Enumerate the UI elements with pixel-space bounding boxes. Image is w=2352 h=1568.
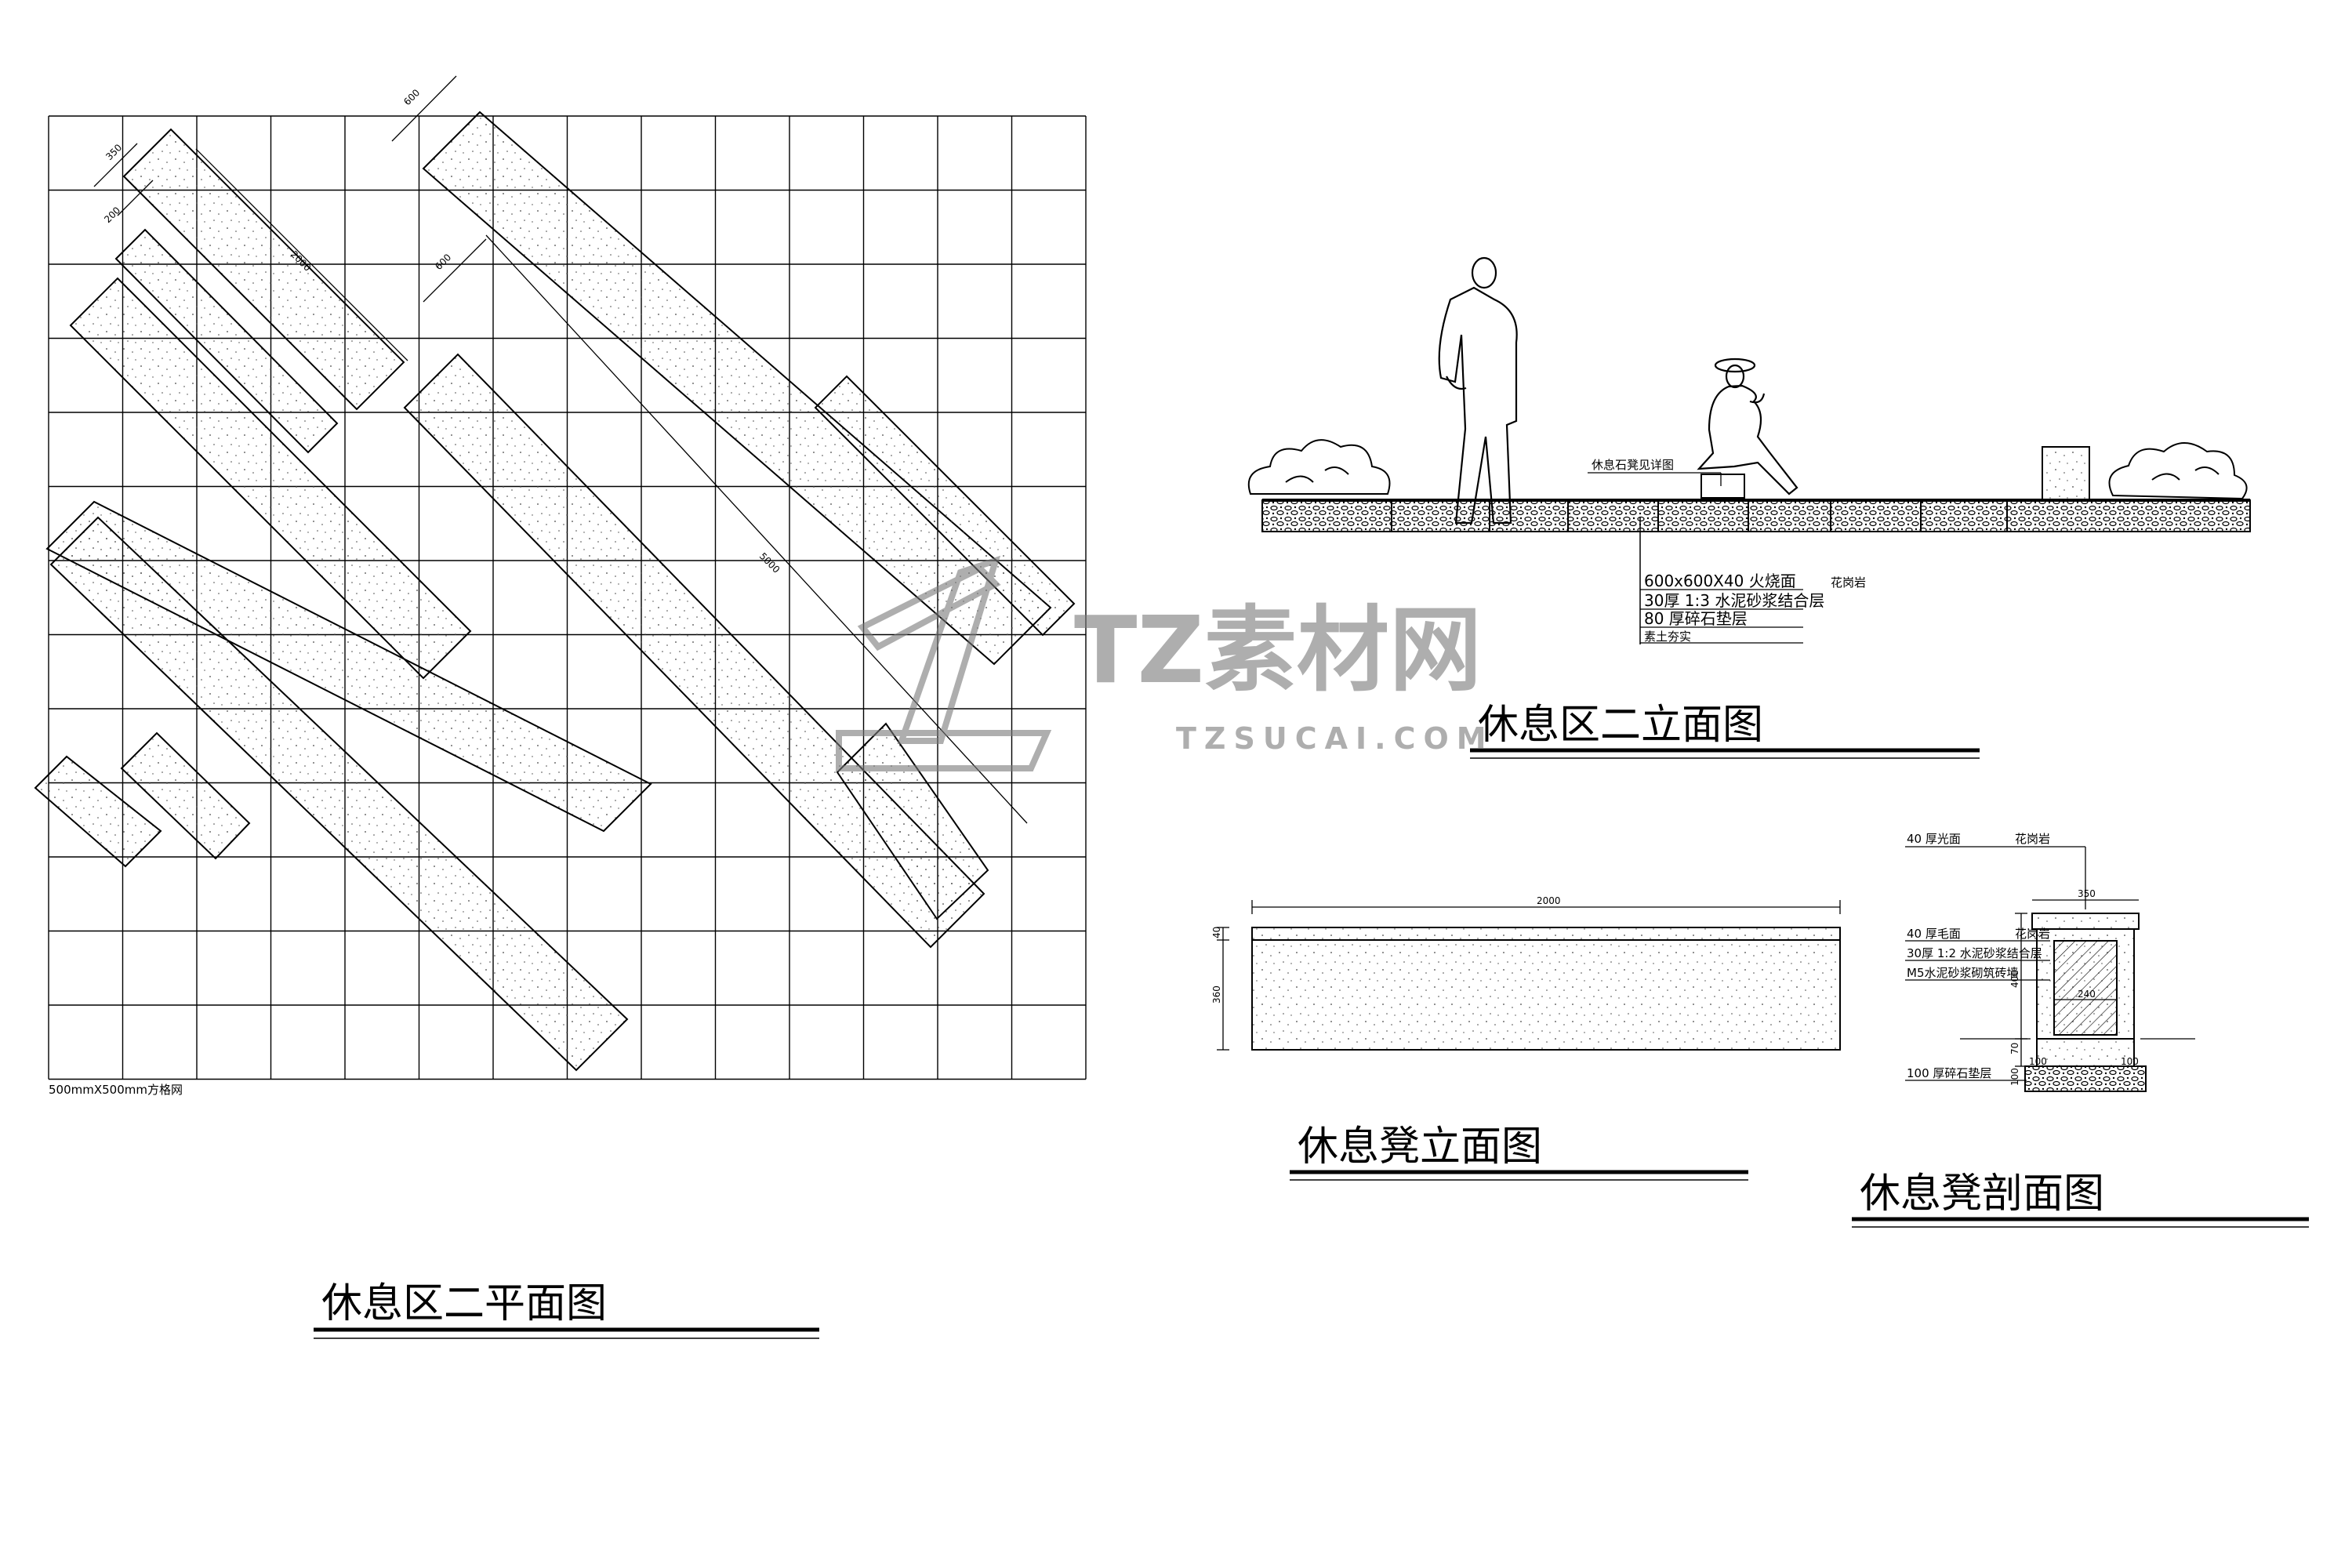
bench-elevation-mark	[1700, 474, 1745, 499]
plan-dimension-lines	[93, 75, 1028, 824]
elev-layer-3: 80 厚碎石垫层	[1644, 609, 1748, 628]
watermark-logo-text: TZ素材网	[1074, 596, 1482, 704]
shrub-right	[2108, 442, 2248, 500]
elev-layer-note: 花岗岩	[1831, 575, 1866, 590]
paving-slab	[836, 722, 989, 920]
paving-slab	[814, 375, 1076, 637]
grid-note: 500mmX500mm方格网	[49, 1083, 183, 1097]
section-dim-100-base: 100	[2009, 1068, 2020, 1086]
bench-dim-360: 360	[1211, 985, 1222, 1004]
section-dim-400: 400	[2009, 970, 2020, 988]
section-label-1: 40 厚光面	[1907, 832, 1961, 846]
ground-section	[1261, 499, 2251, 532]
bench-top-slab	[1251, 927, 1841, 941]
section-label-5: 100 厚碎石垫层	[1907, 1066, 1991, 1080]
paving-slab	[49, 516, 629, 1072]
plan-view: 600 350 200 2000 600 5000 500mmX500mm方格网…	[34, 75, 1087, 1339]
dim-200: 200	[102, 205, 122, 225]
section-footing	[2036, 1038, 2135, 1067]
bench-dim-40: 40	[1211, 927, 1222, 938]
shrub-left	[1247, 439, 1391, 495]
section-brick-core	[2053, 940, 2118, 1036]
elev-top-label: 休息石凳见详图	[1592, 458, 1674, 472]
section-dim-350: 350	[2078, 888, 2096, 899]
section-label-4: M5水泥砂浆砌筑砖墙	[1907, 966, 2019, 980]
watermark-url: TZSUCAI.COM	[1176, 721, 1494, 756]
paving-slab	[45, 500, 652, 833]
bench-dim-2000: 2000	[1537, 895, 1561, 906]
paving-slab	[120, 731, 251, 860]
bench-elevation-title: 休息凳立面图	[1298, 1123, 1542, 1171]
bench-section-title: 休息凳剖面图	[1860, 1171, 2104, 1218]
rest-area-elevation: 休息石凳见详图 600x600X40 火烧面 30厚 1:3 水泥砂浆结合层 8…	[1247, 256, 2251, 759]
standing-person-figure	[1438, 256, 1518, 524]
paving-slabs	[34, 111, 1076, 1072]
paving-slab	[114, 228, 339, 454]
elev-layer-1: 600x600X40 火烧面	[1644, 572, 1796, 590]
section-label-2: 40 厚毛面	[1907, 927, 1961, 941]
section-dim-100-right: 100	[2121, 1056, 2139, 1067]
paving-slab	[34, 755, 162, 868]
paving-slab	[403, 353, 985, 949]
dim-600-mid: 600	[433, 252, 453, 272]
watermark-logo-icon	[836, 555, 1052, 771]
section-dim-240: 240	[2078, 989, 2096, 1000]
watermark: TZ素材网 TZSUCAI.COM	[836, 555, 1494, 771]
bench-body	[1251, 939, 1841, 1051]
seated-person-figure	[1697, 358, 1798, 495]
section-dim-100-left: 100	[2029, 1056, 2047, 1067]
bench-elevation-view: 2000 40 360 休息凳立面图	[1211, 895, 1841, 1181]
section-note-1: 花岗岩	[2015, 832, 2050, 846]
elevation-title: 休息区二立面图	[1478, 702, 1763, 749]
elev-layer-2: 30厚 1:3 水泥砂浆结合层	[1644, 591, 1824, 610]
bench-section-view: 350 400 240 70 100 100 100 40 厚光面 花岗岩 40…	[1852, 832, 2309, 1228]
section-dim-70: 70	[2009, 1043, 2020, 1054]
paving-slab	[69, 277, 472, 680]
section-note-2: 花岗岩	[2015, 927, 2050, 941]
section-gravel-base	[2024, 1065, 2147, 1092]
dim-5000: 5000	[757, 550, 782, 575]
dim-600-top: 600	[401, 87, 422, 107]
paving-slab	[122, 128, 405, 411]
plan-title: 休息区二平面图	[321, 1280, 607, 1327]
planter-box	[2042, 446, 2090, 501]
section-label-3: 30厚 1:2 水泥砂浆结合层	[1907, 946, 2042, 960]
elev-layer-4: 素土夯实	[1644, 630, 1691, 644]
